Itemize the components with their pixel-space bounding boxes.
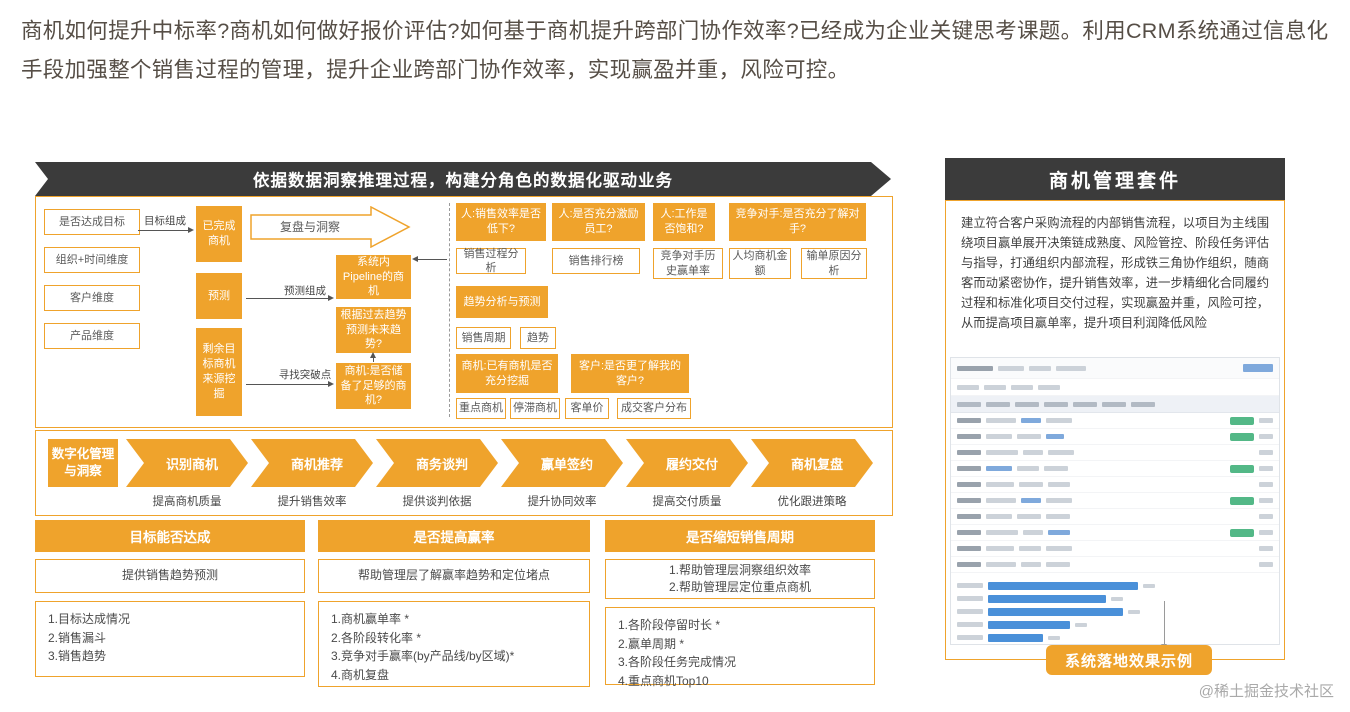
metric-box: 重点商机	[456, 398, 506, 419]
flow-diagram: 是否达成目标 组织+时间维度 客户维度 产品维度 目标组成 已完成商机 预测 剩…	[35, 196, 893, 428]
suite-panel-body: 建立符合客户采购流程的内部销售流程，以项目为主线围绕项目赢单展开决策链成熟度、风…	[945, 200, 1285, 660]
review-insight-label: 复盘与洞察	[279, 220, 340, 234]
arrow-target-compose	[138, 226, 194, 233]
stage-chevron: 履约交付	[626, 439, 748, 487]
arrow-breakthrough	[246, 380, 334, 387]
thumbnail-toolbar	[951, 358, 1279, 379]
chart-bar-row	[951, 631, 1279, 644]
goal-column-items: 1.各阶段停留时长 * 2.赢单周期 * 3.各阶段任务完成情况 4.重点商机T…	[605, 607, 875, 688]
metric-box: 销售过程分析	[456, 248, 526, 274]
stage-chevron: 商机推荐	[251, 439, 373, 487]
question-box: 人:是否充分激励员工?	[552, 203, 645, 241]
stage-chevron: 商务谈判	[376, 439, 498, 487]
table-row	[951, 525, 1279, 541]
goal-column-winrate: 是否提高赢率 帮助管理层了解赢率趋势和定位堵点 1.商机赢单率 * 2.各阶段转…	[318, 520, 590, 690]
chart-bar-row	[951, 605, 1279, 618]
metric-box: 销售排行榜	[552, 248, 640, 274]
table-row	[951, 445, 1279, 461]
goal-column-title: 目标能否达成	[35, 520, 305, 552]
table-row	[951, 461, 1279, 477]
stage-benefit: 提升协同效率	[527, 496, 597, 508]
reserve-box: 商机:是否储备了足够的商机?	[336, 363, 411, 409]
question-box: 竞争对手:是否充分了解对手?	[729, 203, 866, 241]
stage-benefit: 优化跟进策略	[777, 496, 847, 508]
thumbnail-table-header	[951, 396, 1279, 413]
goal-column-items: 1.目标达成情况 2.销售漏斗 3.销售趋势	[35, 601, 305, 677]
metric-box: 停滞商机	[510, 398, 560, 419]
question-box: 人:销售效率是否低下?	[456, 203, 546, 241]
stage-first-box: 数字化管理与洞察	[48, 439, 118, 487]
goal-column-cycle: 是否缩短销售周期 1.帮助管理层洞察组织效率 2.帮助管理层定位重点商机 1.各…	[605, 520, 875, 690]
chart-bar-row	[951, 618, 1279, 631]
dimension-box: 产品维度	[44, 323, 140, 349]
dimension-box: 是否达成目标	[44, 209, 140, 235]
metric-box: 输单原因分析	[801, 248, 867, 279]
chart-bar-row	[951, 592, 1279, 605]
metric-box: 竞争对手历史赢单率	[653, 248, 723, 279]
stage-benefit: 提高交付质量	[652, 496, 722, 508]
table-row	[951, 413, 1279, 429]
thumbnail-filters	[951, 379, 1279, 396]
stage-chevron: 赢单签约	[501, 439, 623, 487]
goal-column-items: 1.商机赢单率 * 2.各阶段转化率 * 3.竞争对手赢率(by产品线/by区域…	[318, 601, 590, 687]
metric-box: 成交客户分布	[617, 398, 691, 419]
remaining-target-box: 剩余目标商机来源挖掘	[196, 328, 242, 416]
pipeline-box: 系统内Pipeline的商机	[336, 255, 411, 299]
table-row	[951, 509, 1279, 525]
breakthrough-label: 寻找突破点	[278, 369, 332, 381]
metric-box: 人均商机金额	[729, 248, 791, 279]
table-row	[951, 541, 1279, 557]
forecast-box: 预测	[196, 273, 242, 319]
table-row	[951, 493, 1279, 509]
goal-column-middle: 提供销售趋势预测	[35, 559, 305, 593]
stage-chevron: 商机复盘	[751, 439, 873, 487]
stage-benefit: 提高商机质量	[152, 496, 222, 508]
dimension-box: 组织+时间维度	[44, 247, 140, 273]
table-row	[951, 557, 1279, 573]
outline-arrow-shape	[250, 205, 411, 249]
intro-paragraph: 商机如何提升中标率?商机如何做好报价评估?如何基于商机提升跨部门协作效率?已经成…	[21, 19, 1329, 82]
table-row	[951, 429, 1279, 445]
trend-forecast-box: 根据过去趋势预测未来趋势?	[336, 307, 411, 353]
arrow-reserve-to-trend	[369, 352, 376, 362]
table-row	[951, 477, 1279, 493]
metric-box: 趋势	[520, 327, 556, 349]
stage-flow: 数字化管理与洞察 识别商机 商机推荐 商务谈判 赢单签约 履约交付 商机复盘 提…	[35, 430, 893, 516]
goal-column-target: 目标能否达成 提供销售趋势预测 1.目标达成情况 2.销售漏斗 3.销售趋势	[35, 520, 305, 690]
target-compose-label: 目标组成	[144, 215, 186, 227]
example-button[interactable]: 系统落地效果示例	[1046, 645, 1212, 675]
suite-panel-title: 商机管理套件	[945, 158, 1285, 200]
chart-bar-row	[951, 579, 1279, 592]
review-insight-arrow: 复盘与洞察	[250, 205, 412, 249]
question-box: 客户:是否更了解我的客户?	[571, 354, 689, 393]
dashed-divider	[449, 203, 450, 417]
stage-benefit: 提升销售效率	[277, 496, 347, 508]
process-banner: 依据数据洞察推理过程，构建分角色的数据化驱动业务	[35, 162, 891, 196]
question-box: 人:工作是否饱和?	[653, 203, 715, 241]
forecast-compose-label: 预测组成	[284, 285, 326, 297]
watermark: @稀土掘金技术社区	[1198, 683, 1334, 700]
metric-box: 销售周期	[456, 327, 511, 349]
question-box: 商机:已有商机是否充分挖掘	[456, 354, 558, 393]
dimension-box: 客户维度	[44, 285, 140, 311]
crm-screenshot-thumbnail	[950, 357, 1280, 645]
callout-line	[1161, 601, 1167, 649]
done-opportunity-box: 已完成商机	[196, 206, 242, 262]
goal-column-title: 是否缩短销售周期	[605, 520, 875, 552]
arrow-to-pipeline	[412, 255, 447, 262]
goal-column-title: 是否提高赢率	[318, 520, 590, 552]
trend-analysis-box: 趋势分析与预测	[456, 286, 548, 318]
goal-column-middle: 1.帮助管理层洞察组织效率 2.帮助管理层定位重点商机	[605, 559, 875, 599]
goal-column-middle: 帮助管理层了解赢率趋势和定位堵点	[318, 559, 590, 593]
metric-box: 客单价	[565, 398, 609, 419]
stage-benefit: 提供谈判依据	[402, 496, 472, 508]
suite-panel-description: 建立符合客户采购流程的内部销售流程，以项目为主线围绕项目赢单展开决策链成熟度、风…	[961, 216, 1269, 330]
stage-chevron: 识别商机	[126, 439, 248, 487]
arrow-forecast-compose	[246, 294, 334, 301]
